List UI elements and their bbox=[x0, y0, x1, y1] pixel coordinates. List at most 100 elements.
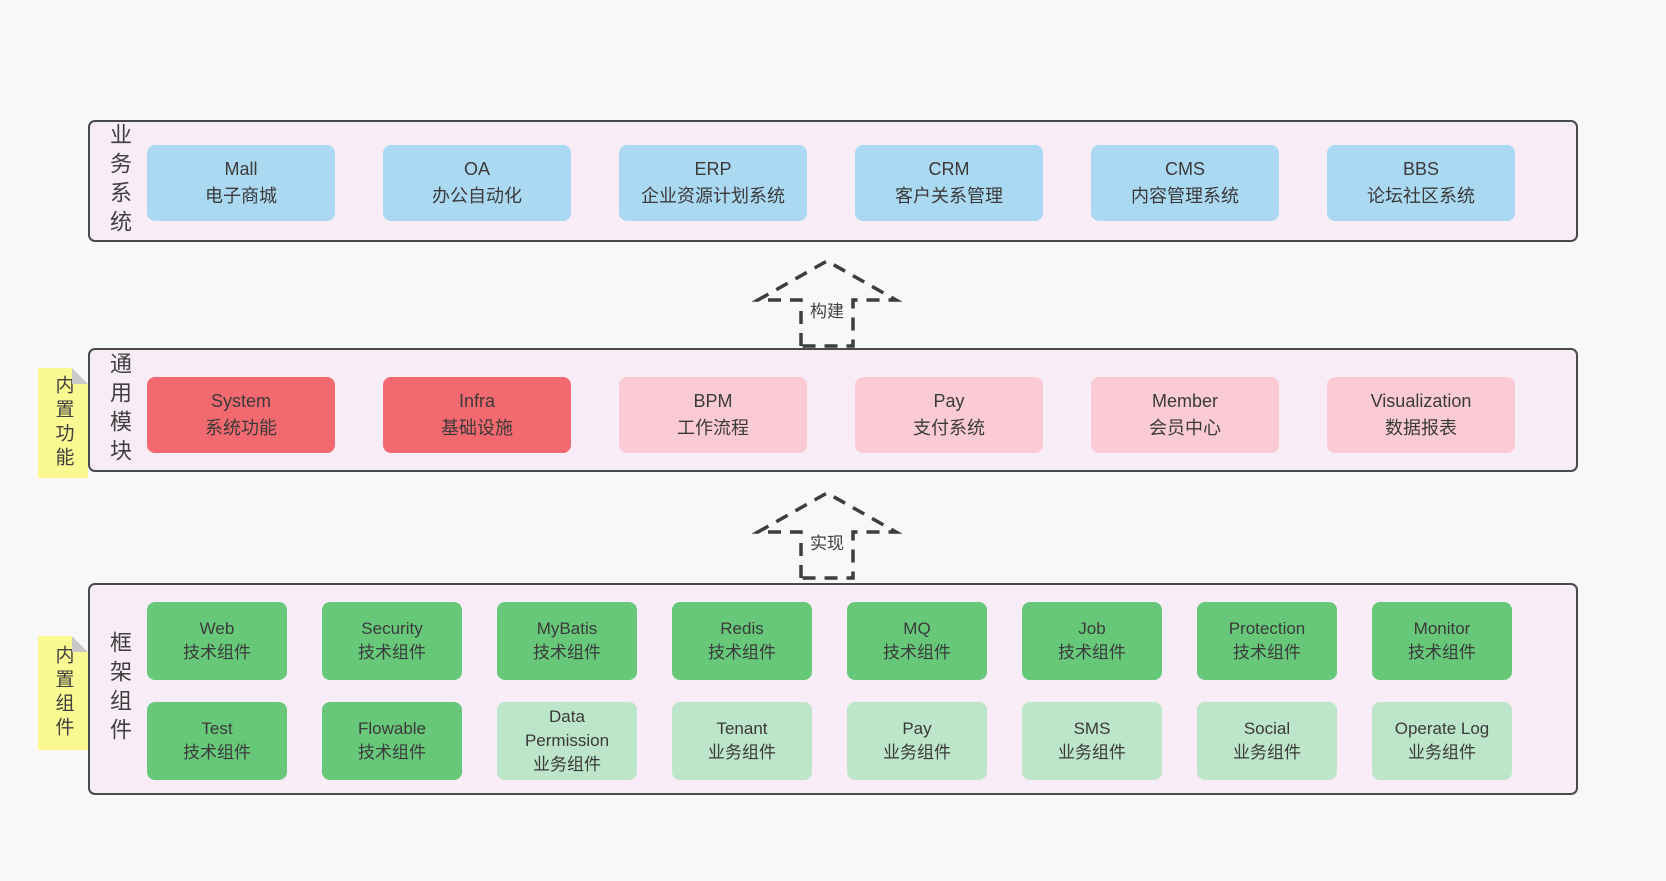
box-flowable-en: Flowable bbox=[357, 718, 427, 738]
box-mybatis: MyBatis 技术组件 bbox=[497, 602, 637, 680]
box-test: Test 技术组件 bbox=[147, 702, 287, 780]
box-oa-en: OA bbox=[463, 159, 490, 179]
box-visualization-en: Visualization bbox=[1370, 391, 1472, 411]
box-pay: Pay 支付系统 bbox=[855, 377, 1043, 453]
box-infra: Infra 基础设施 bbox=[383, 377, 571, 453]
sticky-built-in-components: 内置组件 bbox=[38, 636, 88, 750]
box-mq: MQ 技术组件 bbox=[847, 602, 987, 680]
box-protection: Protection 技术组件 bbox=[1197, 602, 1337, 680]
box-web-en: Web bbox=[199, 618, 235, 638]
box-mq-en: MQ bbox=[903, 618, 931, 638]
box-monitor-en: Monitor bbox=[1413, 618, 1471, 638]
sticky-fold-icon bbox=[72, 636, 88, 652]
box-cms-en: CMS bbox=[1165, 159, 1205, 179]
box-system-en: System bbox=[210, 391, 271, 411]
common-modules-row: System 系统功能 Infra 基础设施 BPM 工作流程 Pay 支付系统… bbox=[147, 377, 1515, 453]
build-arrow-label: 构建 bbox=[805, 296, 849, 323]
box-web-zh: 技术组件 bbox=[183, 643, 251, 662]
box-mybatis-en: MyBatis bbox=[536, 618, 598, 638]
box-test-zh: 技术组件 bbox=[183, 743, 251, 762]
box-mall-zh: 电子商城 bbox=[205, 186, 277, 206]
box-infra-en: Infra bbox=[458, 391, 496, 411]
box-member: Member 会员中心 bbox=[1091, 377, 1279, 453]
box-member-zh: 会员中心 bbox=[1149, 418, 1221, 438]
box-monitor-zh: 技术组件 bbox=[1408, 643, 1476, 662]
box-bbs-zh: 论坛社区系统 bbox=[1367, 186, 1475, 206]
box-social-en: Social bbox=[1243, 718, 1291, 738]
box-crm: CRM 客户关系管理 bbox=[855, 145, 1043, 221]
box-bbs-en: BBS bbox=[1402, 159, 1440, 179]
box-cms-zh: 内容管理系统 bbox=[1131, 186, 1239, 206]
box-oa: OA 办公自动化 bbox=[383, 145, 571, 221]
business-systems-row: Mall 电子商城 OA 办公自动化 ERP 企业资源计划系统 CRM 客户关系… bbox=[147, 145, 1515, 221]
box-data-permission-en: Data Permission bbox=[524, 706, 610, 750]
sticky-built-in-components-label: 内置组件 bbox=[52, 645, 74, 741]
box-member-en: Member bbox=[1151, 391, 1218, 411]
framework-components-row-1: Web 技术组件 Security 技术组件 MyBatis 技术组件 Redi… bbox=[147, 602, 1512, 680]
band-business-systems: 业务系统 Mall 电子商城 OA 办公自动化 ERP 企业资源计划系统 CRM… bbox=[88, 120, 1578, 242]
box-pay-biz-en: Pay bbox=[902, 718, 932, 738]
framework-components-row-2: Test 技术组件 Flowable 技术组件 Data Permission … bbox=[147, 702, 1512, 780]
box-monitor: Monitor 技术组件 bbox=[1372, 602, 1512, 680]
arrow-up-icon bbox=[752, 490, 902, 580]
box-erp-en: ERP bbox=[694, 159, 732, 179]
box-operate-log-en: Operate Log bbox=[1394, 718, 1490, 738]
box-sms-en: SMS bbox=[1073, 718, 1111, 738]
box-operate-log: Operate Log 业务组件 bbox=[1372, 702, 1512, 780]
band-common-modules: 通用模块 System 系统功能 Infra 基础设施 BPM 工作流程 Pay… bbox=[88, 348, 1578, 472]
box-redis-en: Redis bbox=[720, 618, 764, 638]
box-tenant-zh: 业务组件 bbox=[708, 743, 776, 762]
box-social: Social 业务组件 bbox=[1197, 702, 1337, 780]
box-job-zh: 技术组件 bbox=[1058, 643, 1126, 662]
band-framework-components-label: 框架组件 bbox=[107, 631, 132, 747]
sticky-built-in-features-label: 内置功能 bbox=[52, 375, 74, 471]
box-flowable: Flowable 技术组件 bbox=[322, 702, 462, 780]
box-security-zh: 技术组件 bbox=[358, 643, 426, 662]
box-data-permission: Data Permission 业务组件 bbox=[497, 702, 637, 780]
implement-arrow-label: 实现 bbox=[805, 528, 849, 555]
box-redis: Redis 技术组件 bbox=[672, 602, 812, 680]
box-crm-en: CRM bbox=[928, 159, 970, 179]
box-tenant-en: Tenant bbox=[716, 718, 768, 738]
box-flowable-zh: 技术组件 bbox=[358, 743, 426, 762]
box-data-permission-zh: 业务组件 bbox=[533, 755, 601, 775]
box-system: System 系统功能 bbox=[147, 377, 335, 453]
box-pay-biz: Pay 业务组件 bbox=[847, 702, 987, 780]
arrow-up-icon bbox=[752, 258, 902, 348]
sticky-fold-icon bbox=[72, 368, 88, 384]
box-web: Web 技术组件 bbox=[147, 602, 287, 680]
box-job-en: Job bbox=[1078, 618, 1106, 638]
box-erp-zh: 企业资源计划系统 bbox=[641, 186, 785, 206]
box-visualization-zh: 数据报表 bbox=[1385, 418, 1457, 438]
box-social-zh: 业务组件 bbox=[1233, 743, 1301, 762]
sticky-built-in-features: 内置功能 bbox=[38, 368, 88, 478]
box-mall: Mall 电子商城 bbox=[147, 145, 335, 221]
box-crm-zh: 客户关系管理 bbox=[895, 186, 1003, 206]
box-infra-zh: 基础设施 bbox=[441, 418, 513, 438]
box-sms-zh: 业务组件 bbox=[1058, 743, 1126, 762]
box-bbs: BBS 论坛社区系统 bbox=[1327, 145, 1515, 221]
box-test-en: Test bbox=[201, 718, 233, 738]
box-bpm-zh: 工作流程 bbox=[677, 418, 749, 438]
box-pay-en: Pay bbox=[933, 391, 965, 411]
box-redis-zh: 技术组件 bbox=[708, 643, 776, 662]
implement-arrow: 实现 bbox=[752, 488, 902, 580]
band-common-modules-label: 通用模块 bbox=[107, 352, 132, 468]
box-erp: ERP 企业资源计划系统 bbox=[619, 145, 807, 221]
box-bpm: BPM 工作流程 bbox=[619, 377, 807, 453]
box-job: Job 技术组件 bbox=[1022, 602, 1162, 680]
box-operate-log-zh: 业务组件 bbox=[1408, 743, 1476, 762]
box-sms: SMS 业务组件 bbox=[1022, 702, 1162, 780]
build-arrow: 构建 bbox=[752, 256, 902, 348]
box-security: Security 技术组件 bbox=[322, 602, 462, 680]
box-bpm-en: BPM bbox=[693, 391, 733, 411]
box-protection-zh: 技术组件 bbox=[1233, 643, 1301, 662]
box-cms: CMS 内容管理系统 bbox=[1091, 145, 1279, 221]
box-pay-biz-zh: 业务组件 bbox=[883, 743, 951, 762]
box-pay-zh: 支付系统 bbox=[913, 418, 985, 438]
box-mybatis-zh: 技术组件 bbox=[533, 643, 601, 662]
box-tenant: Tenant 业务组件 bbox=[672, 702, 812, 780]
box-protection-en: Protection bbox=[1228, 618, 1306, 638]
box-oa-zh: 办公自动化 bbox=[432, 186, 522, 206]
box-mall-en: Mall bbox=[224, 159, 258, 179]
